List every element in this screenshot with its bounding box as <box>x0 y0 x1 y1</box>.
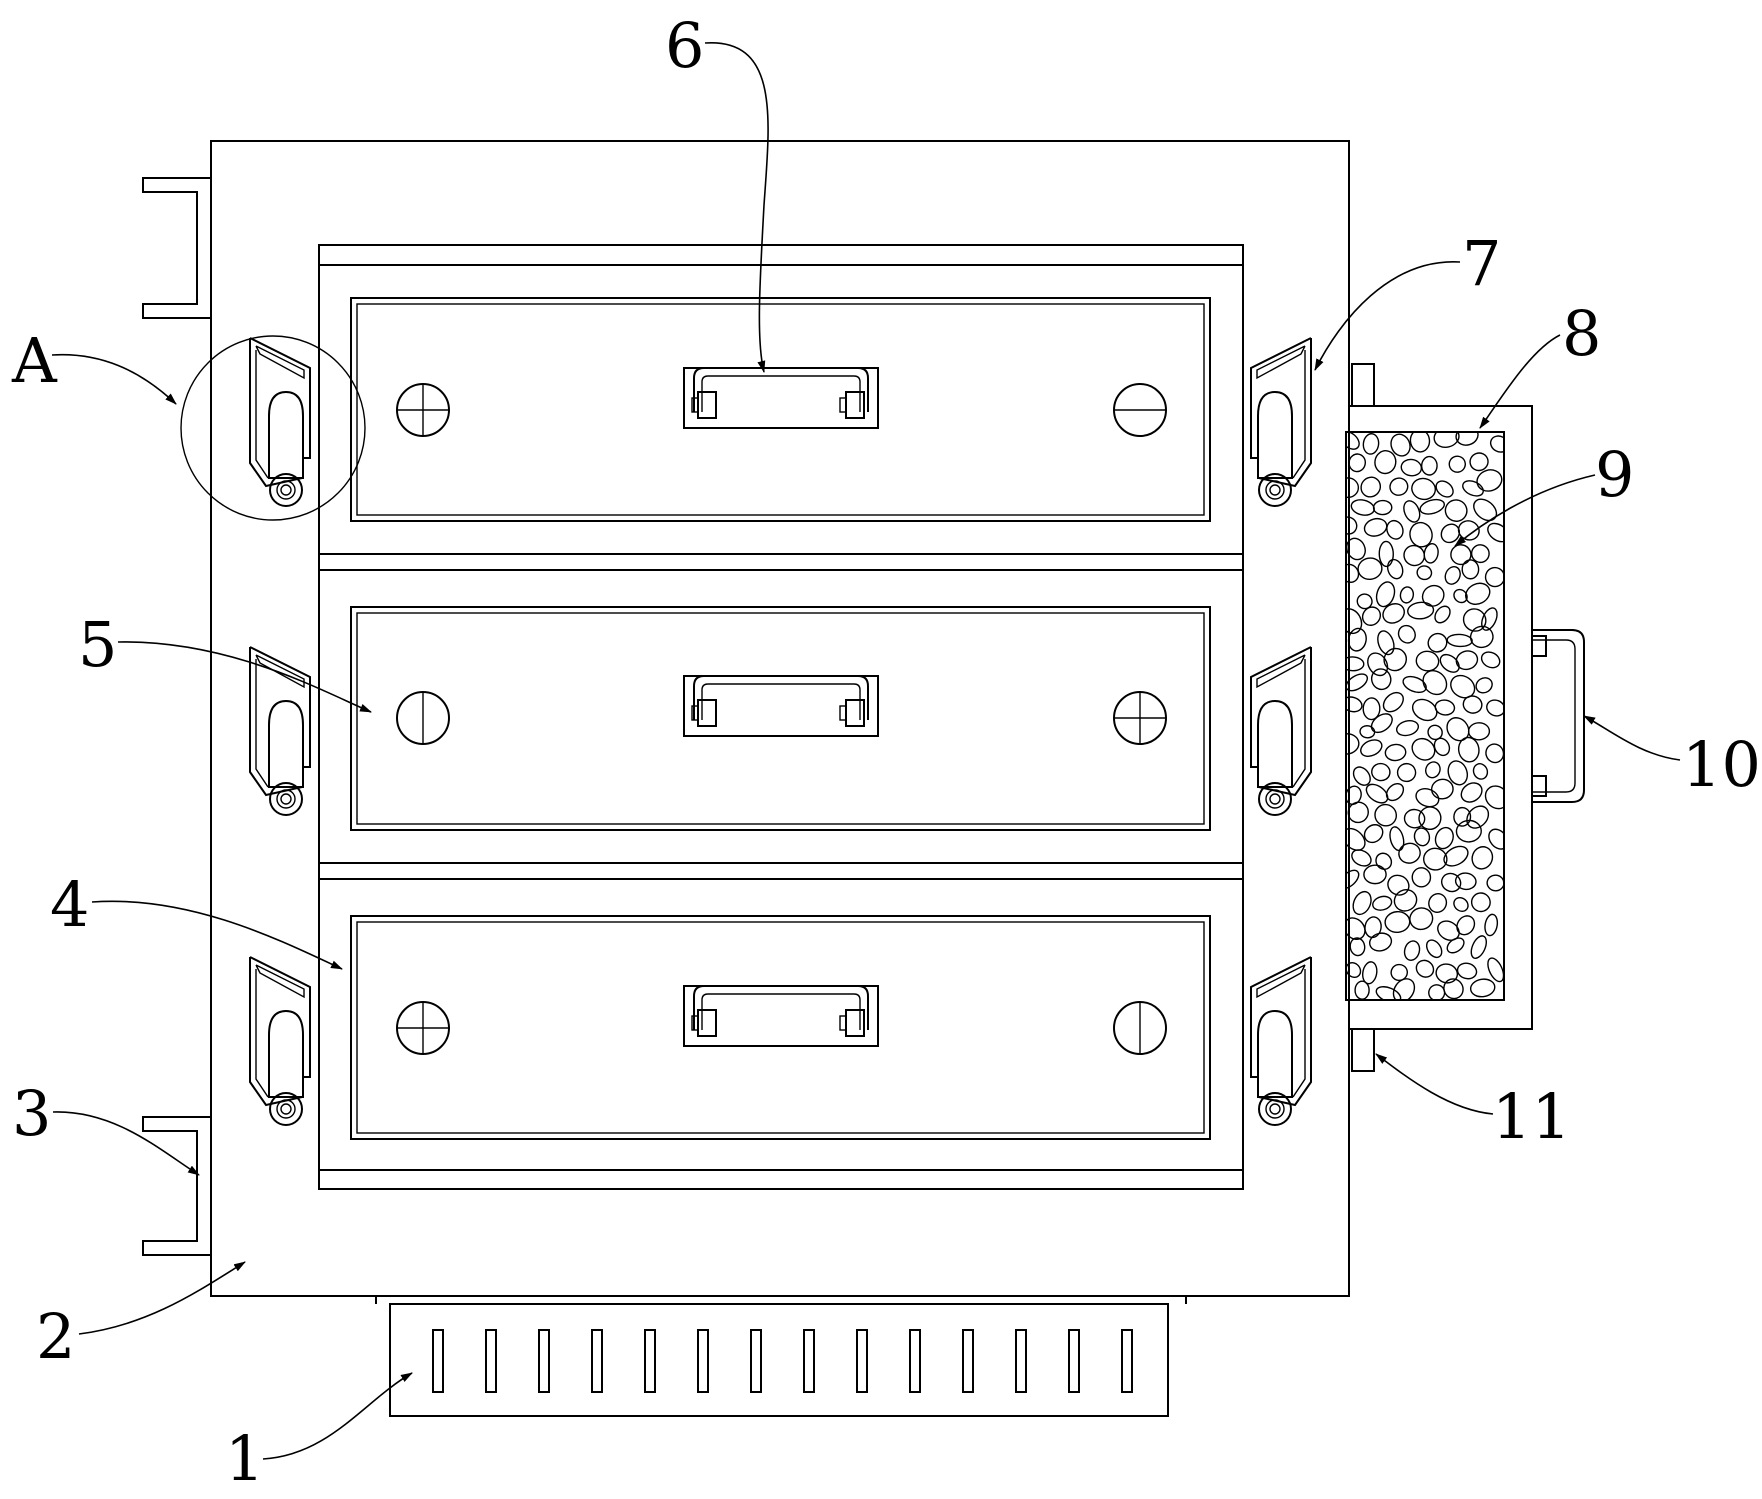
cabinet-body <box>210 140 1350 1297</box>
leader-3 <box>52 1111 200 1176</box>
leader-1 <box>262 1372 413 1460</box>
leader-2 <box>78 1261 246 1335</box>
drawer-bottom <box>350 915 1211 1140</box>
screw-middle-left <box>396 691 450 745</box>
vent-slot <box>962 1329 974 1393</box>
drawer-handles <box>683 367 879 1047</box>
leader-10 <box>1583 715 1681 761</box>
vent-slot <box>591 1329 603 1393</box>
vent-slot <box>485 1329 497 1393</box>
filter-mesh <box>1346 432 1504 1000</box>
handle-3 <box>683 985 879 1047</box>
leader-11 <box>1375 1053 1494 1115</box>
label-a: A <box>11 324 58 397</box>
side-latches <box>249 337 1312 1126</box>
vent-slot <box>432 1329 444 1393</box>
label-5: 5 <box>78 608 117 681</box>
vent-slot <box>909 1329 921 1393</box>
leader-9 <box>1454 474 1596 547</box>
vent-slot <box>1068 1329 1080 1393</box>
vent-slot <box>750 1329 762 1393</box>
label-2: 2 <box>36 1300 75 1373</box>
handle-1 <box>683 367 879 429</box>
filter-box <box>1345 363 1533 1072</box>
label-9: 9 <box>1595 438 1634 511</box>
label-7: 7 <box>1462 227 1501 300</box>
screw-bottom-left <box>396 1001 450 1055</box>
latch-6 <box>1250 956 1312 1126</box>
label-4: 4 <box>50 868 89 941</box>
detail-circle-a <box>180 335 366 521</box>
latch-4 <box>1250 337 1312 507</box>
handle-2 <box>683 675 879 737</box>
leader-a <box>51 353 177 405</box>
label-11: 11 <box>1492 1080 1571 1153</box>
mounting-bracket-bottom <box>142 1116 211 1256</box>
vent-slot <box>538 1329 550 1393</box>
label-10: 10 <box>1682 728 1761 801</box>
screw-middle-right <box>1113 691 1167 745</box>
screw-top-right <box>1113 383 1167 437</box>
label-1: 1 <box>225 1422 264 1495</box>
leader-4 <box>91 900 343 970</box>
vent-slot <box>1121 1329 1133 1393</box>
drawer-frame <box>318 244 1244 1190</box>
drawer-middle <box>319 606 1243 880</box>
latch-1 <box>249 337 311 507</box>
label-3: 3 <box>12 1077 51 1150</box>
side-handle <box>1531 629 1585 803</box>
leader-5 <box>117 641 372 713</box>
vent-slot <box>803 1329 815 1393</box>
mounting-bracket-top <box>142 177 211 319</box>
vent-slot <box>856 1329 868 1393</box>
latch-3 <box>249 956 311 1126</box>
latch-5 <box>1250 646 1312 816</box>
vent-slots <box>432 1329 1133 1393</box>
label-6: 6 <box>665 9 704 82</box>
screw-bottom-right <box>1113 1001 1167 1055</box>
vent-slot <box>1015 1329 1027 1393</box>
vent-slot <box>644 1329 656 1393</box>
drawer-top <box>319 297 1243 571</box>
vent-slot <box>697 1329 709 1393</box>
vent-base <box>375 1295 1187 1417</box>
leader-7 <box>1314 261 1461 371</box>
label-8: 8 <box>1562 297 1601 370</box>
screw-top-left <box>396 383 450 437</box>
leader-6 <box>704 42 769 373</box>
leader-8 <box>1479 334 1561 429</box>
latch-2 <box>249 646 311 816</box>
